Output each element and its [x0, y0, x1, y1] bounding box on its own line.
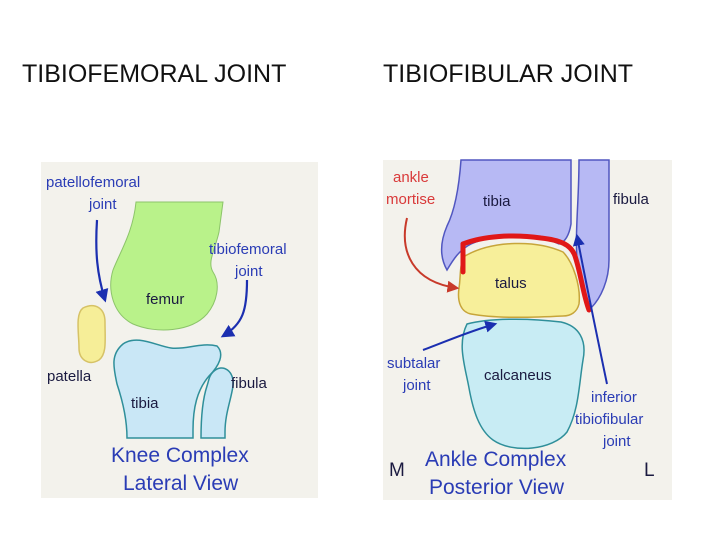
ankle-diagram-svg: ankle mortise tibia fibula talus subtala…	[386, 159, 655, 499]
knee-caption-line1: Knee Complex	[111, 444, 249, 467]
fibula-bone	[200, 367, 234, 439]
label-ankle-line1: ankle	[393, 169, 429, 186]
patella-bone	[77, 304, 106, 364]
label-subtalar-line2: joint	[402, 377, 431, 394]
right-slide-title: TIBIOFIBULAR JOINT	[383, 60, 634, 88]
label-tibiofemoral-line1: tibiofemoral	[209, 241, 287, 258]
tibiofemoral-arrow	[220, 279, 249, 338]
label-tibia-ankle: tibia	[483, 193, 511, 210]
label-inferior-line2: tibiofibular	[575, 411, 643, 428]
left-slide-title: TIBIOFEMORAL JOINT	[22, 60, 287, 88]
label-calcaneus: calcaneus	[484, 367, 552, 384]
ankle-caption-line2: Posterior View	[429, 476, 565, 499]
tibia-bone-knee	[113, 339, 222, 439]
knee-caption-line2: Lateral View	[123, 472, 239, 495]
label-subtalar-line1: subtalar	[387, 355, 440, 372]
knee-diagram-svg: patellofemoral joint tibiofemoral joint …	[46, 174, 287, 495]
label-talus: talus	[495, 275, 527, 292]
label-patellofemoral-line2: joint	[88, 196, 117, 213]
label-fibula-knee: fibula	[231, 375, 268, 392]
label-medial-side: M	[389, 460, 405, 481]
ankle-caption-line1: Ankle Complex	[425, 448, 567, 471]
patellofemoral-arrow	[95, 219, 109, 303]
label-inferior-line1: inferior	[591, 389, 637, 406]
label-lateral-side: L	[644, 460, 655, 481]
label-fibula-ankle: fibula	[613, 191, 650, 208]
label-mortise-line2: mortise	[386, 191, 435, 208]
ankle-complex-diagram: ankle mortise tibia fibula talus subtala…	[383, 159, 672, 500]
femur-bone	[110, 201, 224, 331]
ankle-mortise-line	[460, 233, 592, 313]
knee-complex-diagram: patellofemoral joint tibiofemoral joint …	[41, 162, 318, 498]
label-inferior-line3: joint	[602, 433, 631, 450]
tibiofibular-arrow-upper	[572, 233, 608, 385]
label-patellofemoral-line1: patellofemoral	[46, 174, 140, 191]
label-patella: patella	[47, 368, 92, 385]
label-tibia-knee: tibia	[131, 395, 159, 412]
label-femur: femur	[146, 291, 184, 308]
ankle-mortise-arrow	[403, 217, 460, 293]
subtalar-arrow	[422, 320, 498, 351]
label-tibiofemoral-line2: joint	[234, 263, 263, 280]
calcaneus-bone	[461, 318, 585, 450]
